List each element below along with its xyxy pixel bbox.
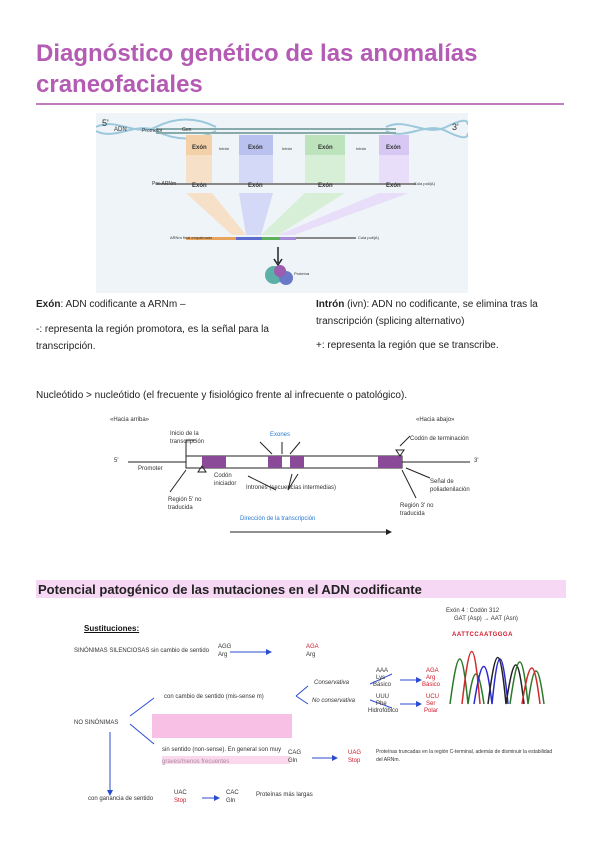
downstream-label: «Hacia abajo» [416, 417, 455, 423]
cac-codon: CAC [226, 790, 239, 796]
intron-label-2: Intrón [282, 146, 293, 151]
mutations-svg [107, 638, 546, 801]
protein-label: Proteína [294, 271, 310, 276]
exon-label-1: Exón [192, 145, 207, 151]
exon-label-4: Exón [386, 145, 401, 151]
missense-label: con cambio de sentido (mis-sense m) [164, 694, 264, 700]
phe-aa: Phe [376, 701, 387, 707]
gen-label: Gen [182, 127, 192, 133]
transcription-start-label: Inicio de la transcripción [170, 431, 205, 445]
five-prime-label: 5' [114, 458, 119, 464]
page-title: Diagnóstico genético de las anomalías cr… [36, 40, 478, 98]
transcription-direction-label: Dirección de la transcripción [240, 516, 316, 522]
exon-label-8: Exón [386, 183, 401, 189]
synonymous-label: SINÓNIMAS SILENCIOSAS sin cambio de sent… [74, 648, 210, 654]
ser-aa: Ser [426, 701, 436, 707]
exon-label-6: Exón [248, 183, 263, 189]
exon4-label: Exón 4 : Codón 312 [446, 608, 500, 614]
mutations-figure: Sustituciones: SINÓNIMAS SILENCIOSAS sin… [70, 604, 564, 814]
stop-label: Stop [348, 758, 361, 764]
poly-a-label-2: Cola poli(A) [358, 235, 379, 240]
title-divider [36, 103, 564, 105]
gene-structure-svg [128, 435, 470, 535]
intron-term: Intrón [316, 299, 345, 310]
agg-codon: AGG [218, 644, 232, 650]
exon-label-3: Exón [318, 145, 333, 151]
exon-definition: Exón: ADN codificante a ARNm – [36, 296, 296, 313]
exon-label-5: Exón [192, 183, 207, 189]
mrna-label: ARNm final empalmado [170, 235, 213, 240]
gene-splicing-svg [95, 118, 469, 285]
exon-label-2: Exón [248, 145, 263, 151]
aga-codon-b: AGA [426, 668, 439, 674]
plus-definition: +: representa la región que se transcrib… [316, 340, 499, 351]
truncated-proteins-note: Proteínas truncadas en la región C-termi… [376, 749, 553, 763]
exon-label-7: Exón [318, 183, 333, 189]
non-conservative-label: No conservativa [312, 698, 356, 704]
gene-structure-figure: «Hacia arriba» «Hacia abajo» Inicio de l… [110, 412, 490, 542]
arg-aa-b: Arg [426, 675, 436, 681]
stop-label-2: Stop [174, 798, 187, 804]
aga-codon: AGA [306, 644, 319, 650]
start-codon-label: Codón iniciador [214, 473, 237, 487]
gln-aa: Gln [288, 758, 298, 764]
region-5-label: Región 5' no traducida [168, 497, 202, 511]
arg-aa: Arg [218, 652, 228, 658]
lys-aa: Lys [376, 675, 386, 681]
poly-a-label: Cola poli(A) [414, 181, 435, 186]
intron-definition: Intrón (ivn): ADN no codificante, se eli… [316, 296, 566, 330]
uac-codon: UAC [174, 790, 187, 796]
three-prime-label: 3' [474, 458, 479, 464]
section-heading: Potencial patogénico de las mutaciones e… [36, 580, 566, 598]
intron-def: (ivn): ADN no codificante, se elimina tr… [316, 299, 538, 327]
dna-label: ADN [114, 127, 127, 133]
polyadenylation-label: Señal de poliadenilación [430, 479, 470, 493]
stop-codon-label: Codón de terminación [410, 436, 469, 442]
dna-three-prime-label: 3' [452, 122, 459, 132]
intron-label-1: Intrón [219, 146, 230, 151]
conservative-label: Conservativa [314, 680, 350, 686]
non-synonymous-label: NO SINÓNIMAS [74, 720, 119, 726]
intron-label-3: Intrón [356, 146, 367, 151]
longer-proteins-note: Proteínas más largas [256, 792, 313, 798]
nucleotide-note: Nucleótido > nucleótido (el frecuente y … [36, 390, 408, 401]
upstream-label: «Hacia arriba» [110, 417, 150, 423]
ucu-codon: UCU [426, 694, 439, 700]
basic-label-b: Básico [422, 682, 441, 688]
introns-label: Intrones (secuencias intermedias) [245, 485, 337, 491]
polar-label: Polar [424, 708, 439, 714]
hydrophobic-label: Hidrofóbico [368, 708, 399, 714]
aaa-codon: AAA [376, 668, 389, 674]
highlight-nonsense [162, 756, 290, 764]
chromatogram-traces [449, 638, 546, 710]
cag-codon: CAG [288, 750, 302, 756]
uuu-codon: UUU [376, 694, 389, 700]
promotor-label: Promotor [142, 128, 163, 134]
pre-mrna-label: Pre-ARNm [152, 181, 177, 187]
minus-definition: -: representa la región promotora, es la… [36, 324, 269, 352]
region-3-label: Región 3' no traducida [400, 503, 434, 517]
substitutions-label: Sustituciones: [84, 624, 140, 633]
gain-of-sense-label: con ganancia de sentido [88, 796, 154, 802]
uag-codon: UAG [348, 750, 362, 756]
dna-sequence-label: AATTCCAATGGGA [452, 632, 513, 638]
exon-term: Exón [36, 299, 61, 310]
promoter-label: Promoter [138, 466, 163, 472]
exons-label: Exones [270, 432, 291, 438]
gene-splicing-figure: 5' 3' ADN Promotor Gen Exón Exón Exón Ex… [95, 113, 469, 293]
arg-aa-2: Arg [306, 652, 316, 658]
codon-change-label: GAT (Asp) → AAT (Asn) [454, 616, 518, 622]
exon-def: : ADN codificante a ARNm – [60, 299, 186, 310]
highlight-block [152, 714, 292, 738]
dna-five-prime-label: 5' [102, 118, 109, 128]
gln-aa-2: Gln [226, 798, 236, 804]
basic-label: Básico [373, 682, 392, 688]
